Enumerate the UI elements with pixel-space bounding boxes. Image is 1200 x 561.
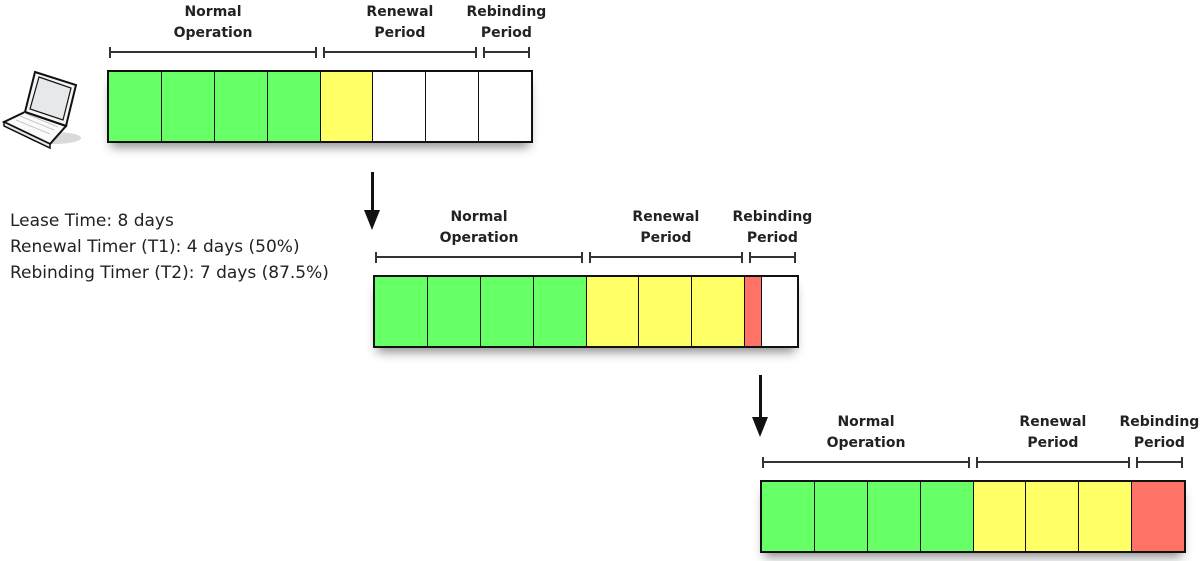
renewal-timer-text: Renewal Timer (T1): 4 days (50%) [10,237,300,257]
day-cell-2 [814,482,868,551]
day-cell-8 [1132,482,1184,551]
period-label-rebinding: Rebinding Period [1119,414,1200,451]
rebinding-timer-text: Rebinding Timer (T2): 7 days (87.5%) [10,263,329,283]
period-bracket-renewal [589,252,743,263]
day-cell-3 [867,482,921,551]
day-cell-8 [479,72,531,141]
day-cell-7 [426,72,480,141]
lease-bar [760,480,1186,553]
down-arrow-icon [364,172,380,230]
period-label-renewal: Renewal Period [1019,414,1087,451]
day-cell-6 [373,72,427,141]
day-cell-7 [1079,482,1133,551]
day-cell-7 [692,277,746,346]
period-label-normal: Normal Operation [173,4,253,41]
rebinding-progress [745,277,762,346]
period-bracket-normal [109,47,317,58]
day-cell-8 [745,277,797,346]
day-cell-1 [109,72,162,141]
day-cell-5 [586,277,640,346]
period-label-normal: Normal Operation [439,209,519,246]
period-bracket-rebinding [1135,457,1183,468]
day-cell-2 [161,72,215,141]
day-cell-5 [973,482,1027,551]
day-cell-1 [762,482,815,551]
period-bracket-rebinding [748,252,796,263]
day-cell-4 [920,482,974,551]
period-bracket-renewal [323,47,477,58]
lease-time-text: Lease Time: 8 days [10,211,174,231]
period-label-normal: Normal Operation [826,414,906,451]
lease-bar [373,275,799,348]
lease-info: Lease Time: 8 days Renewal Timer (T1): 4… [10,208,329,286]
day-cell-6 [1026,482,1080,551]
day-cell-6 [639,277,693,346]
period-bracket-renewal [976,457,1130,468]
day-cell-5 [320,72,374,141]
period-label-rebinding: Rebinding Period [732,209,813,246]
period-bracket-normal [762,457,970,468]
period-bracket-normal [375,252,583,263]
day-cell-1 [375,277,428,346]
period-label-renewal: Renewal Period [366,4,434,41]
day-cell-3 [480,277,534,346]
laptop-icon [1,70,81,150]
day-cell-4 [533,277,587,346]
period-label-renewal: Renewal Period [632,209,700,246]
lease-bar [107,70,533,143]
day-cell-2 [427,277,481,346]
day-cell-3 [214,72,268,141]
down-arrow-icon [752,375,768,437]
period-bracket-rebinding [482,47,530,58]
period-label-rebinding: Rebinding Period [466,4,547,41]
day-cell-4 [267,72,321,141]
